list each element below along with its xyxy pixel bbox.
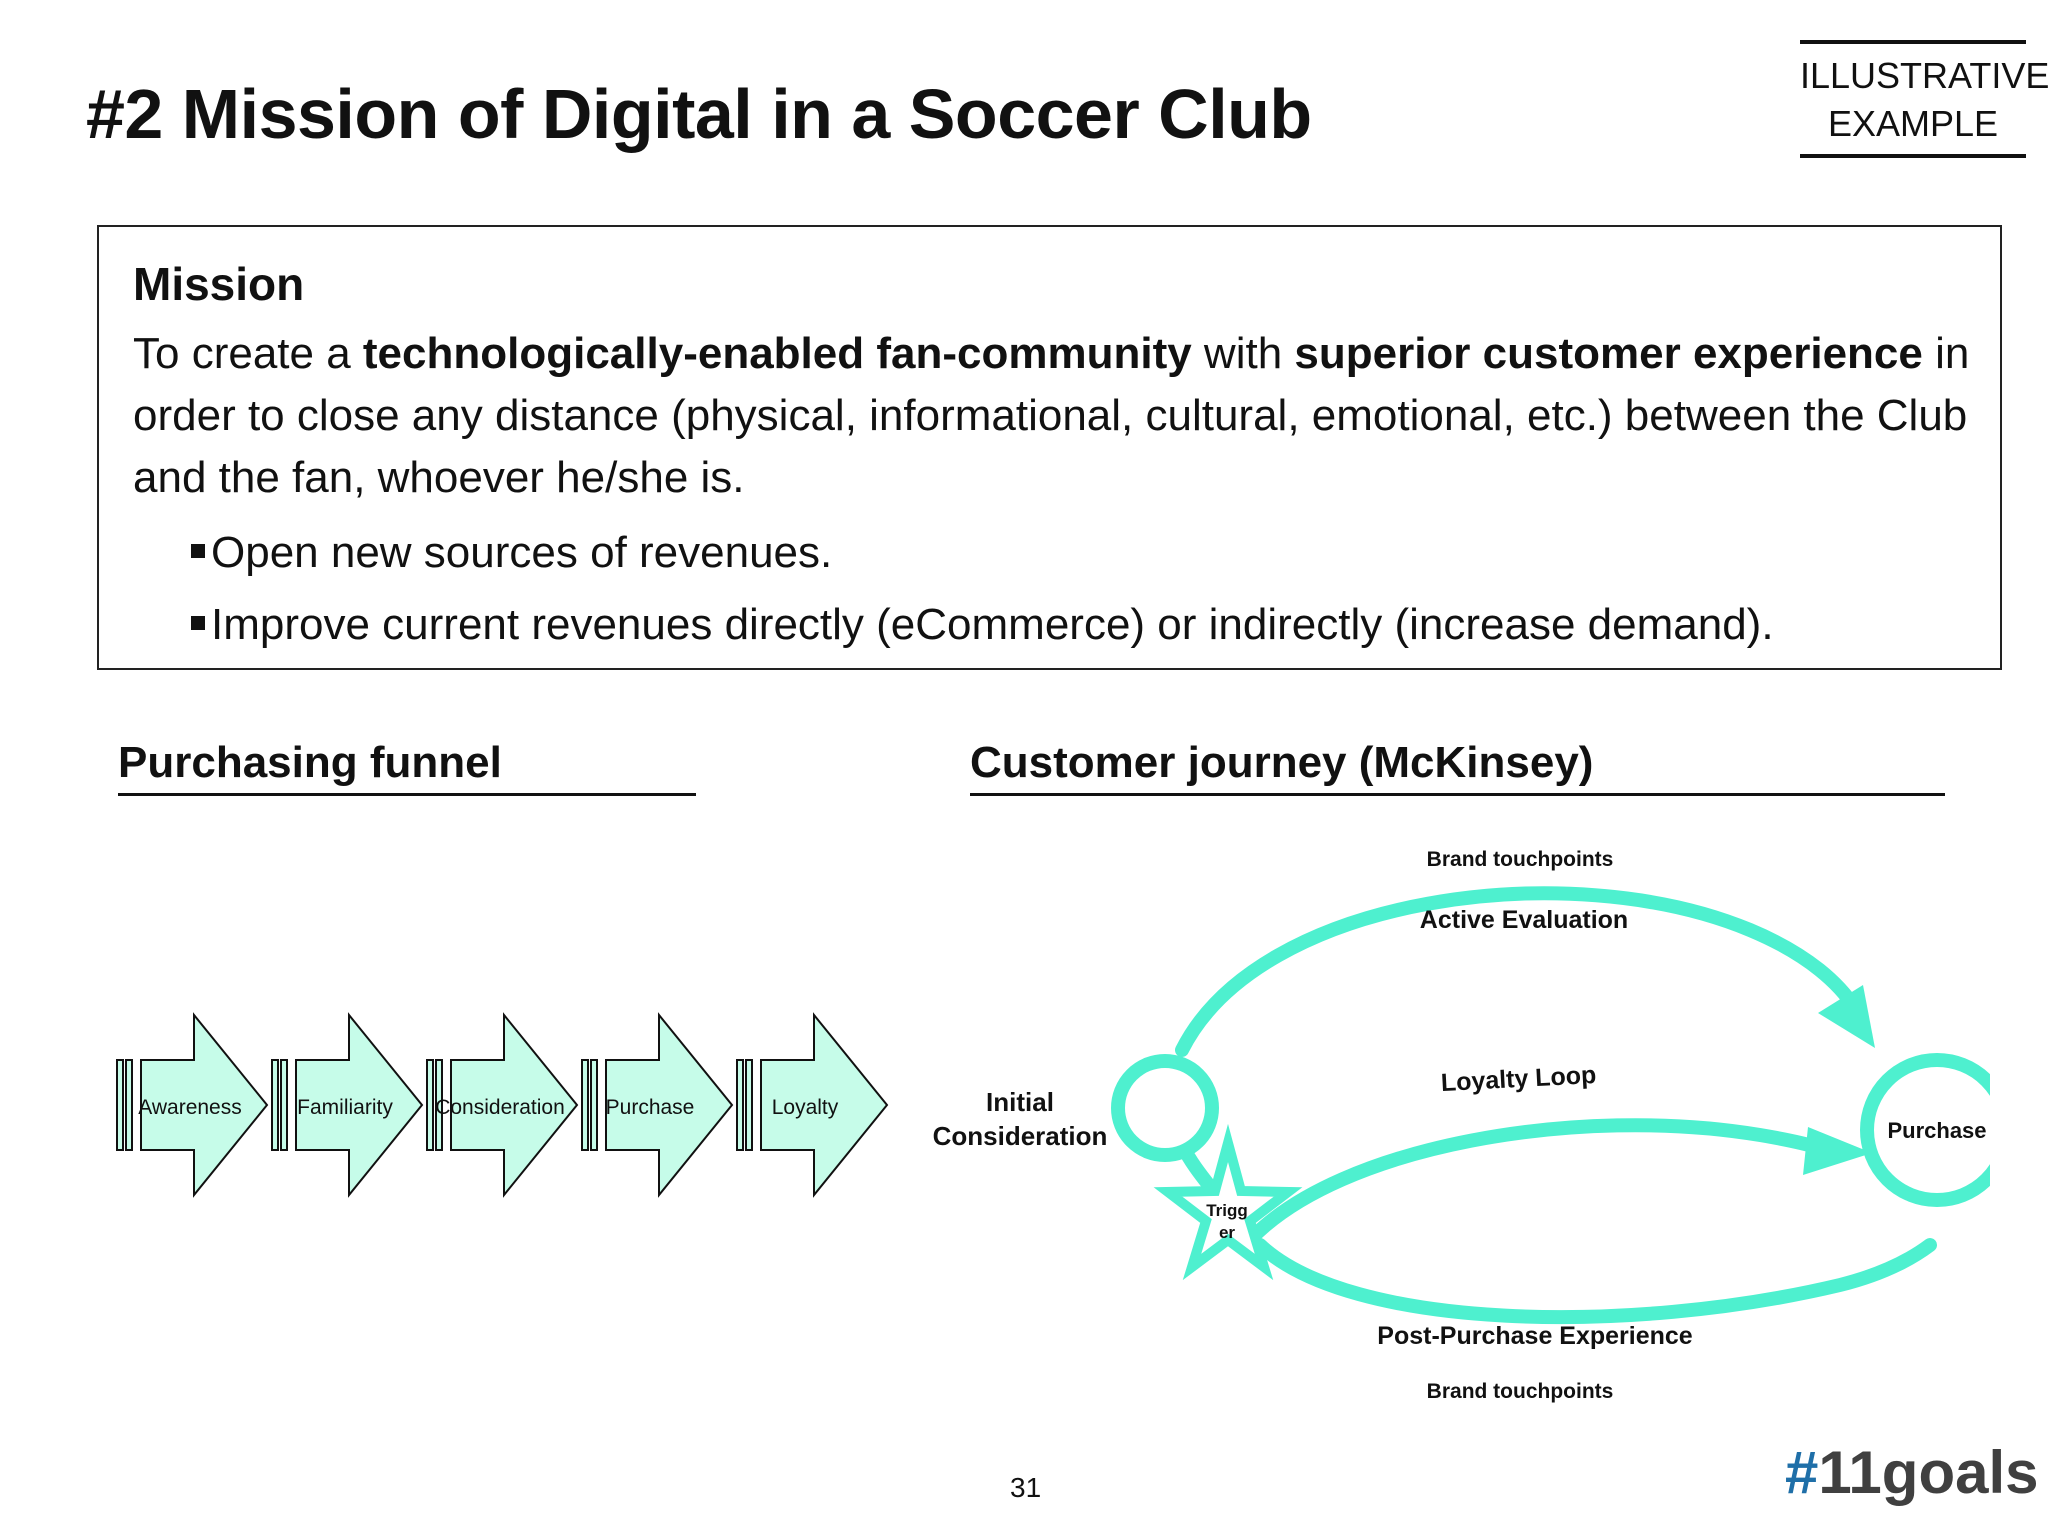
bullet-text: Improve current revenues directly (eComm… — [211, 600, 1774, 649]
purchasing-funnel: Awareness Familiarity Consideration Purc… — [116, 1012, 889, 1198]
bullet-item: Improve current revenues directly (eComm… — [191, 589, 1774, 661]
logo-word: 11goals — [1818, 1439, 2039, 1506]
slide-title: #2 Mission of Digital in a Soccer Club — [86, 75, 1312, 153]
post-purchase-label: Post-Purchase Experience — [1377, 1322, 1693, 1350]
funnel-stage-loyalty: Loyalty — [736, 1012, 889, 1198]
initial-consideration-circle — [1111, 1054, 1219, 1162]
chevron-arrow-icon — [295, 1012, 424, 1198]
funnel-stage-consideration: Consideration — [426, 1012, 579, 1198]
bullet-text: Open new sources of revenues. — [211, 528, 833, 577]
chevron-arrow-icon — [760, 1012, 889, 1198]
customer-journey-diagram: Brand touchpoints Active Evaluation Loya… — [933, 848, 1990, 1403]
trigger-label-line-1: Trigg — [1206, 1201, 1248, 1220]
mission-statement: To create a technologically-enabled fan-… — [133, 323, 1983, 509]
stage-bar — [745, 1059, 753, 1151]
mission-text-bold2: superior customer experience — [1294, 329, 1923, 378]
stage-bar — [116, 1059, 124, 1151]
mission-heading: Mission — [133, 258, 305, 310]
stage-bar — [280, 1059, 288, 1151]
square-bullet-icon — [191, 616, 205, 631]
page-number: 31 — [1010, 1472, 1042, 1503]
stage-bar — [271, 1059, 279, 1151]
loyalty-loop-arc — [1243, 1118, 1827, 1247]
tag-line-1: ILLUSTRATIVE — [1800, 55, 2048, 96]
loyalty-loop-label: Loyalty Loop — [1440, 1061, 1597, 1097]
tag-line-2: EXAMPLE — [1827, 103, 1999, 144]
funnel-heading-rule — [118, 793, 696, 796]
square-bullet-icon — [191, 544, 205, 559]
stage-bar — [125, 1059, 133, 1151]
chevron-arrow-icon — [605, 1012, 734, 1198]
post-purchase-arc — [1253, 1238, 1937, 1324]
11goals-logo: #11goals — [1785, 1438, 2039, 1507]
stage-bar — [435, 1059, 443, 1151]
stage-bar — [736, 1059, 744, 1151]
chevron-arrow-icon — [450, 1012, 579, 1198]
funnel-stage-awareness: Awareness — [116, 1012, 269, 1198]
stage-label: Familiarity — [297, 1096, 393, 1119]
chevron-arrow-icon — [140, 1012, 269, 1198]
stage-bar — [581, 1059, 589, 1151]
stage-bar — [426, 1059, 434, 1151]
journey-heading: Customer journey (McKinsey) — [970, 738, 1594, 787]
bullet-item: Open new sources of revenues. — [191, 517, 1774, 589]
arrowhead-icon — [1818, 985, 1875, 1048]
active-evaluation-label: Active Evaluation — [1420, 906, 1628, 934]
purchase-circle — [1860, 1053, 1990, 1207]
mission-text-part1: To create a — [133, 329, 363, 378]
stage-label: Purchase — [606, 1096, 695, 1119]
journey-heading-rule — [970, 793, 1945, 796]
stage-label: Consideration — [435, 1096, 565, 1119]
mission-text-bold1: technologically-enabled fan-community — [362, 329, 1192, 378]
stage-bar — [590, 1059, 598, 1151]
initial-consideration-line-1: Initial — [986, 1087, 1054, 1117]
mission-bullets: Open new sources of revenues. Improve cu… — [191, 517, 1774, 661]
brand-touchpoints-top: Brand touchpoints — [1427, 848, 1614, 871]
stage-label: Awareness — [138, 1096, 242, 1119]
logo-hash: # — [1785, 1439, 1819, 1506]
funnel-heading: Purchasing funnel — [118, 738, 502, 787]
funnel-stage-familiarity: Familiarity — [271, 1012, 424, 1198]
stage-label: Loyalty — [772, 1096, 839, 1119]
arrowhead-icon — [1803, 1127, 1872, 1175]
trigger-label-line-2: er — [1219, 1223, 1235, 1242]
brand-touchpoints-bottom: Brand touchpoints — [1427, 1380, 1614, 1403]
purchase-label: Purchase — [1887, 1118, 1986, 1143]
active-evaluation-arc — [1175, 886, 1862, 1057]
funnel-stage-purchase: Purchase — [581, 1012, 734, 1198]
trigger-star-icon — [1153, 1123, 1303, 1281]
mission-text-part2: with — [1191, 329, 1295, 378]
mission-box: Mission To create a technologically-enab… — [97, 225, 2002, 670]
mission-text-part3: in order to close any distance (physical… — [133, 329, 1970, 502]
illustrative-tag: ILLUSTRATIVE EXAMPLE — [1800, 40, 2048, 158]
initial-consideration-line-2: Consideration — [933, 1121, 1108, 1151]
